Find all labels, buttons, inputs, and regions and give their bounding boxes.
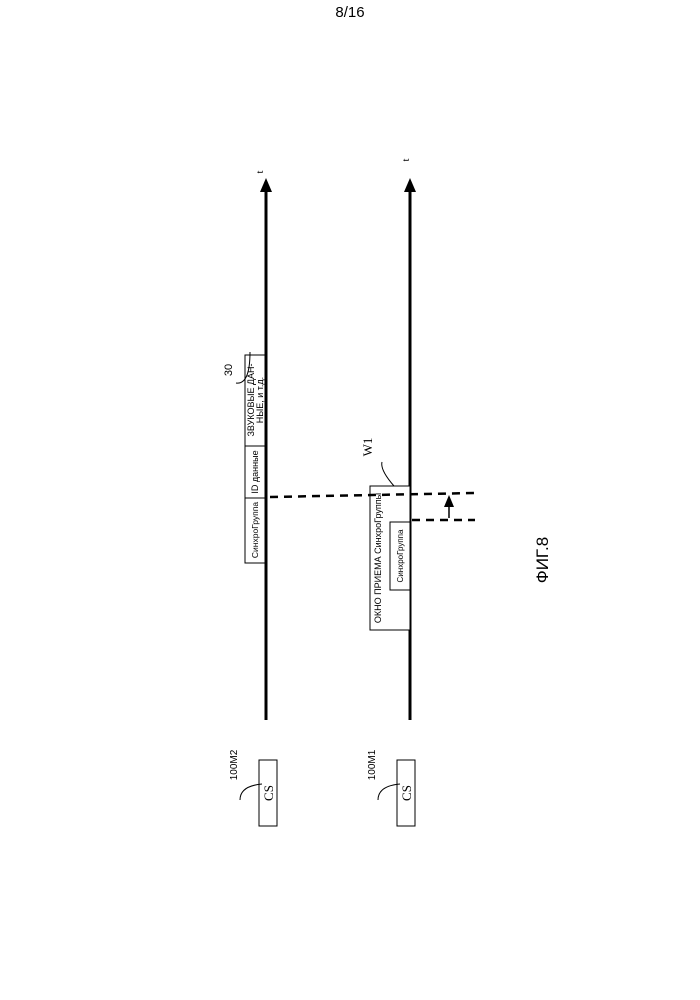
timeline-upper: t СинхроГруппа ID данные ЗВУКОВЫЕ ДАН- Н…: [223, 170, 277, 826]
device-ref-lower: 100M1: [367, 749, 378, 780]
reception-window-w1: ОКНО ПРИЕМА СинхроГруппы СинхроГруппа: [370, 486, 410, 630]
device-box-label-lower: CS: [399, 785, 414, 801]
window-inner-syncgroup: СинхроГруппа: [396, 529, 405, 582]
axis-arrow-upper: [260, 178, 272, 192]
packet-field-audio-line2: НЫЕ, и т.д.: [255, 377, 265, 423]
figure-caption: ФИГ.8: [533, 537, 552, 583]
ref-label-w1: W1: [360, 438, 375, 457]
ref-leader-w1: [382, 462, 394, 486]
device-box-label-upper: CS: [261, 785, 276, 801]
ref-label-30: 30: [223, 364, 235, 376]
packet-field-id-data: ID данные: [250, 450, 260, 493]
axis-label-lower: t: [400, 158, 412, 161]
offset-arrow-head: [444, 495, 454, 507]
data-packet-30: СинхроГруппа ID данные ЗВУКОВЫЕ ДАН- НЫЕ…: [245, 355, 265, 563]
device-ref-upper: 100M2: [229, 749, 240, 780]
axis-arrow-lower: [404, 178, 416, 192]
window-label: ОКНО ПРИЕМА СинхроГруппы: [373, 493, 383, 623]
packet-field-syncgroup: СинхроГруппа: [250, 502, 260, 558]
timeline-lower: t ОКНО ПРИЕМА СинхроГруппы СинхроГруппа …: [360, 158, 416, 826]
axis-label-upper: t: [254, 170, 266, 173]
